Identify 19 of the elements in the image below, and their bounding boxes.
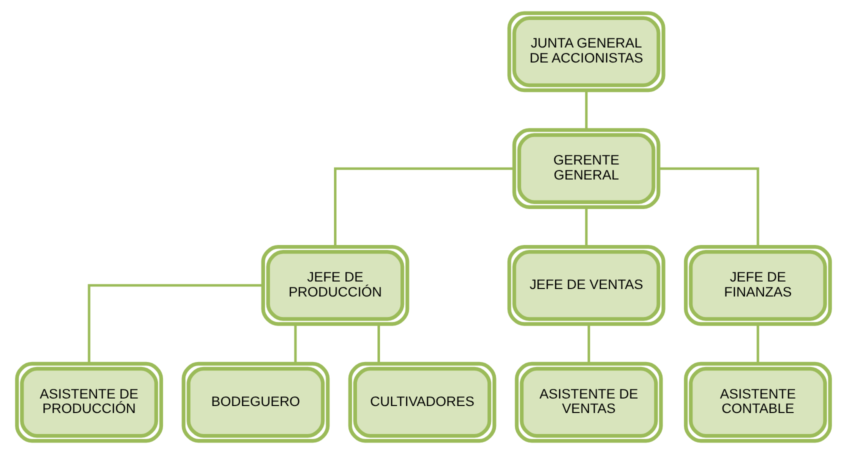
connector <box>756 324 759 364</box>
node-box: ASISTENTE CONTABLE <box>683 362 832 443</box>
node-box: ASISTENTE DE VENTAS <box>514 362 662 443</box>
node-box: CULTIVADORES <box>348 362 496 443</box>
connector <box>334 167 514 247</box>
node-box: JEFE DE FINANZAS <box>683 245 832 326</box>
connector <box>658 167 759 247</box>
node-box: ASISTENTE DE PRODUCCIÓN <box>14 362 163 443</box>
connector <box>584 90 588 130</box>
connector <box>87 284 263 364</box>
node-box: JEFE DE PRODUCCIÓN <box>260 245 409 326</box>
node-box: JUNTA GENERAL DE ACCIONISTAS <box>506 11 665 92</box>
connector <box>294 324 296 364</box>
node-box: GERENTE GENERAL <box>512 128 660 209</box>
node-box: BODEGUERO <box>181 362 330 443</box>
connector <box>584 207 588 247</box>
connector <box>377 324 380 364</box>
node-box: JEFE DE VENTAS <box>506 245 665 326</box>
connector <box>587 324 590 364</box>
